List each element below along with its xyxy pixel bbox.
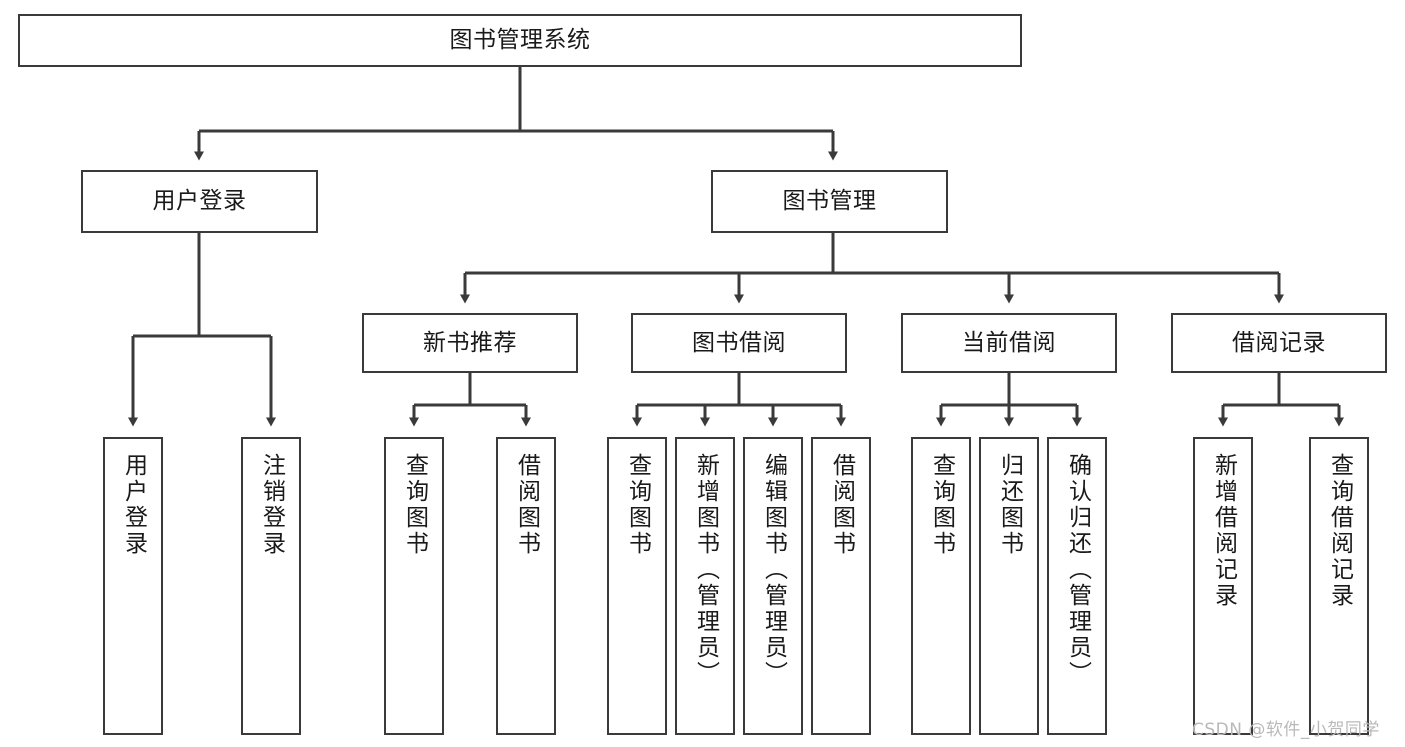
leaf-record-add[interactable]: 新增借阅记录 xyxy=(1193,437,1253,735)
node-book-management[interactable]: 图书管理 xyxy=(711,170,948,233)
node-borrow-records-label: 借阅记录 xyxy=(1232,329,1326,356)
leaf-user-login-signout[interactable]: 注销登录 xyxy=(241,437,301,735)
csdn-watermark: CSDN @软件_小贺同学 xyxy=(1192,720,1380,740)
node-current-borrow[interactable]: 当前借阅 xyxy=(901,313,1117,373)
leaf-borrow-edit-book[interactable]: 编辑图书（管理员） xyxy=(743,437,803,735)
node-user-login[interactable]: 用户登录 xyxy=(81,170,318,233)
node-borrow-records[interactable]: 借阅记录 xyxy=(1171,313,1387,373)
leaf-label: 归还图书 xyxy=(996,453,1023,557)
node-book-borrow[interactable]: 图书借阅 xyxy=(631,313,847,373)
leaf-label: 借阅图书 xyxy=(513,453,540,557)
leaf-label: 确认归还（管理员） xyxy=(1064,453,1091,687)
leaf-current-confirm-return[interactable]: 确认归还（管理员） xyxy=(1047,437,1107,735)
node-root[interactable]: 图书管理系统 xyxy=(18,14,1022,67)
leaf-borrow-add-book[interactable]: 新增图书（管理员） xyxy=(675,437,735,735)
leaf-label: 新增借阅记录 xyxy=(1210,453,1237,609)
leaf-borrow-query[interactable]: 查询图书 xyxy=(607,437,667,735)
leaf-label: 注销登录 xyxy=(258,453,285,557)
node-book-borrow-label: 图书借阅 xyxy=(692,329,786,356)
node-book-management-label: 图书管理 xyxy=(782,188,877,215)
leaf-label: 查询图书 xyxy=(624,453,651,557)
leaf-new-book-borrow[interactable]: 借阅图书 xyxy=(496,437,556,735)
leaf-label: 借阅图书 xyxy=(828,453,855,557)
leaf-label: 查询图书 xyxy=(401,453,428,557)
leaf-user-login-signin[interactable]: 用户登录 xyxy=(103,437,163,735)
leaf-label: 查询图书 xyxy=(928,453,955,557)
leaf-current-return[interactable]: 归还图书 xyxy=(979,437,1039,735)
leaf-label: 查询借阅记录 xyxy=(1326,453,1353,609)
leaf-record-query[interactable]: 查询借阅记录 xyxy=(1309,437,1369,735)
leaf-current-query[interactable]: 查询图书 xyxy=(911,437,971,735)
leaf-borrow-borrow-book[interactable]: 借阅图书 xyxy=(811,437,871,735)
leaf-label: 新增图书（管理员） xyxy=(692,453,719,687)
node-current-borrow-label: 当前借阅 xyxy=(962,329,1056,356)
leaf-new-book-query[interactable]: 查询图书 xyxy=(384,437,444,735)
node-user-login-label: 用户登录 xyxy=(152,188,247,215)
leaf-label: 用户登录 xyxy=(120,453,147,557)
node-new-book-recommend[interactable]: 新书推荐 xyxy=(362,313,578,373)
node-root-label: 图书管理系统 xyxy=(449,27,591,54)
node-new-book-recommend-label: 新书推荐 xyxy=(423,329,517,356)
leaf-label: 编辑图书（管理员） xyxy=(760,453,787,687)
